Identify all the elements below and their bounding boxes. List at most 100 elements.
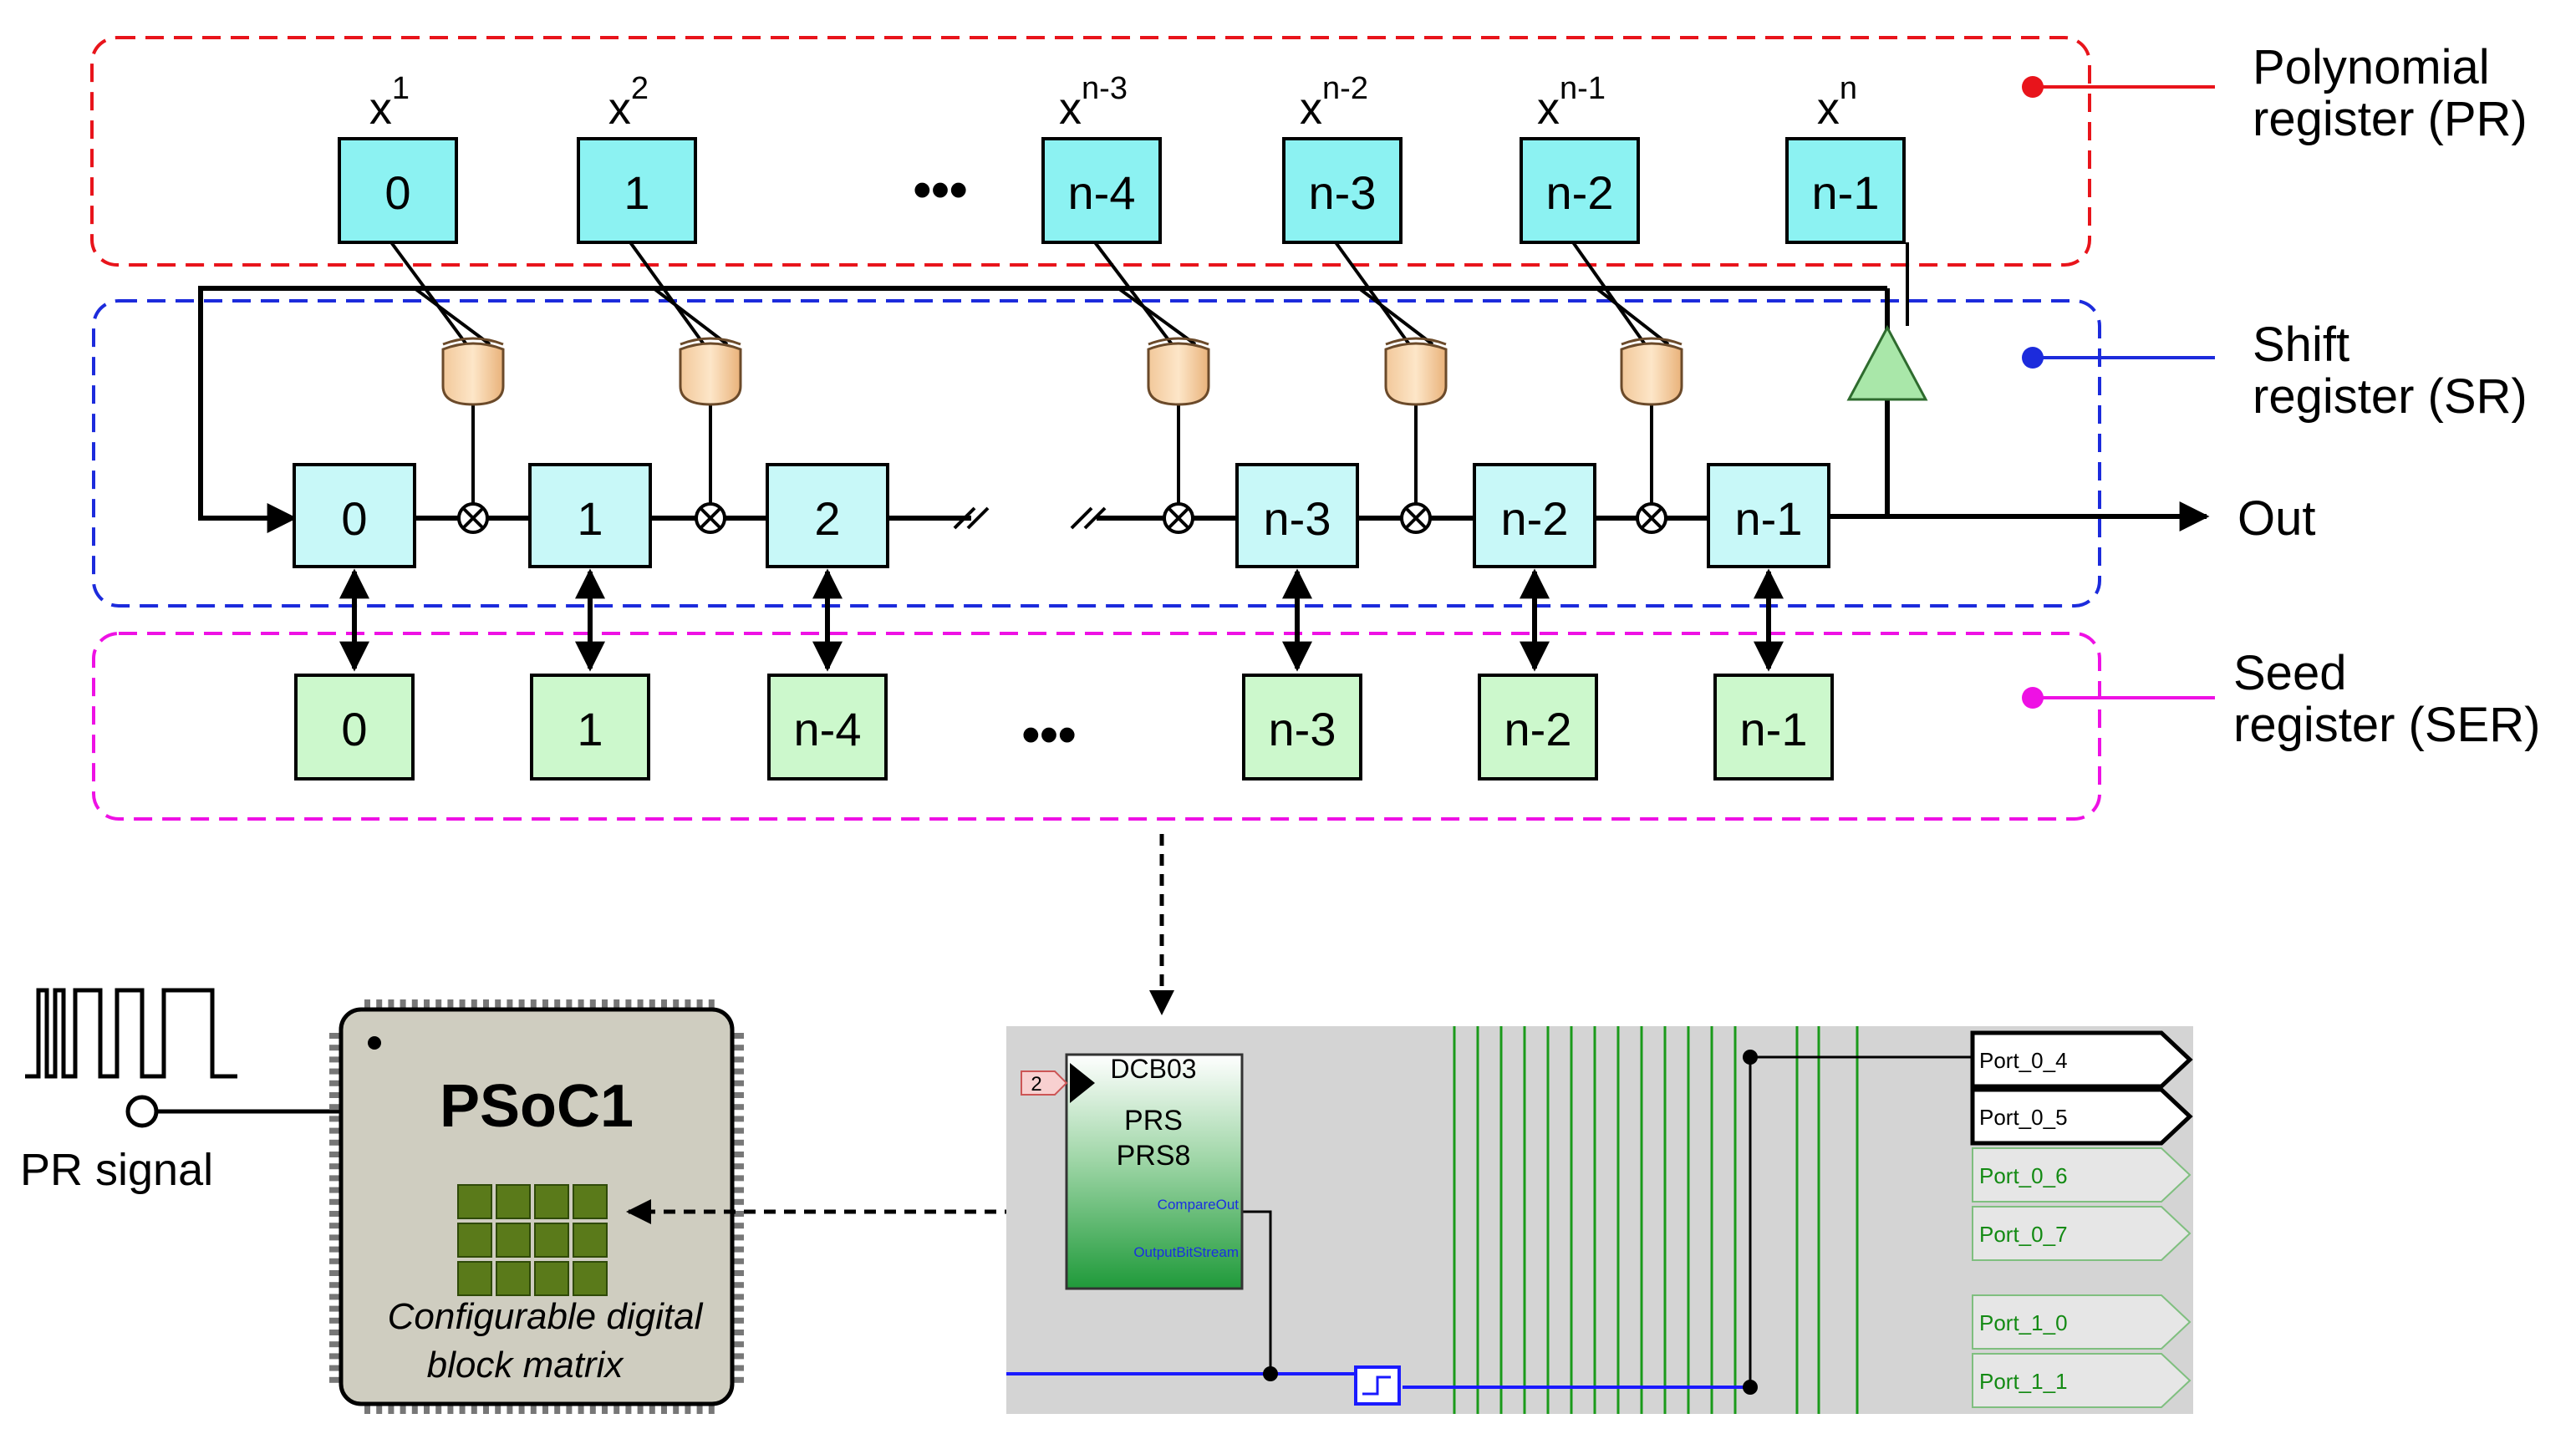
svg-text:n-2: n-2 (1504, 703, 1572, 755)
svg-text:Port_0_6: Port_0_6 (1979, 1163, 2068, 1188)
svg-text:n-4: n-4 (794, 703, 862, 755)
seed-links (339, 568, 1784, 672)
svg-text:1: 1 (577, 703, 603, 755)
svg-text:n-3: n-3 (1264, 492, 1331, 545)
xor-node (695, 502, 726, 534)
pr-cell-n-2: n-2 (1520, 137, 1640, 244)
svg-text:n-2: n-2 (1546, 166, 1614, 219)
pr-cell-n-4: n-4 (1041, 137, 1162, 244)
pr-ellipsis: ••• (913, 161, 967, 219)
sr-cell-n-3: n-3 (1235, 463, 1359, 568)
pr-exponent-n: xn (1817, 71, 1857, 134)
digital-block (496, 1223, 531, 1258)
svg-text:n-2: n-2 (1501, 492, 1569, 545)
junction-1 (1263, 1366, 1278, 1381)
ser-cell-n-4: n-4 (767, 674, 888, 781)
port-Port_1_0[interactable]: Port_1_0 (1972, 1294, 2192, 1350)
digital-block (573, 1261, 608, 1296)
sr-region (92, 299, 2101, 608)
prs-block[interactable]: DCB03 PRS PRS8 CompareOut OutputBitStrea… (1065, 1053, 1244, 1290)
ser-ellipsis: ••• (1021, 706, 1076, 764)
port-Port_0_6[interactable]: Port_0_6 (1972, 1147, 2192, 1203)
psoc-caption-line1: Configurable digital (388, 1296, 704, 1337)
pr-signal-waveform (25, 988, 237, 1079)
pr-cell-0: 0 (338, 137, 458, 244)
port-Port_0_5[interactable]: Port_0_5 (1970, 1087, 2193, 1146)
sr-cell-1: 1 (528, 463, 652, 568)
psoc-pin1-dot (368, 1036, 381, 1050)
sr-cell-0: 0 (293, 463, 416, 568)
svg-text:2: 2 (1031, 1073, 1041, 1096)
svg-text:n-1: n-1 (1812, 166, 1880, 219)
svg-text:1: 1 (624, 166, 649, 219)
port-Port_0_7[interactable]: Port_0_7 (1972, 1206, 2192, 1261)
xor-node (457, 502, 489, 534)
digital-block-matrix (457, 1184, 608, 1296)
ser-cell-n-3: n-3 (1242, 674, 1362, 781)
digital-block (534, 1223, 569, 1258)
pr-signal-terminal (125, 1095, 159, 1128)
svg-text:Port_1_1: Port_1_1 (1979, 1369, 2068, 1394)
psoc-caption-line2: block matrix (427, 1345, 625, 1386)
pr-cell-1: 1 (577, 137, 697, 244)
xor-node (1636, 502, 1667, 534)
tap-gate (679, 337, 742, 406)
digital-block (496, 1261, 531, 1296)
block-type: PRS (1124, 1105, 1183, 1136)
junction-2 (1743, 1050, 1758, 1065)
port-Port_1_1[interactable]: Port_1_1 (1972, 1353, 2192, 1408)
junction-3 (1743, 1380, 1758, 1395)
pr-cell-n-1: n-1 (1785, 137, 1906, 244)
tap-gate (1384, 337, 1448, 406)
pr-exponent-n-1: xn-1 (1537, 71, 1606, 134)
svg-text:1: 1 (577, 492, 603, 545)
tap-wiring (389, 241, 1670, 505)
pr-exponent-2: x2 (608, 71, 649, 134)
pin-compare-out: CompareOut (1158, 1197, 1240, 1213)
ser-cell-n-2: n-2 (1478, 674, 1598, 781)
pr-exponent-n-2: xn-2 (1300, 71, 1368, 134)
tap-gate (441, 337, 505, 406)
port-list: Port_0_4Port_0_5Port_0_6Port_0_7Port_1_0… (1970, 1030, 2193, 1408)
svg-text:Port_1_0: Port_1_0 (1979, 1310, 2068, 1335)
svg-text:n-1: n-1 (1735, 492, 1803, 545)
svg-text:n-3: n-3 (1269, 703, 1336, 755)
pr-exponent-n-3: xn-3 (1059, 71, 1128, 134)
port-Port_0_4[interactable]: Port_0_4 (1970, 1030, 2193, 1089)
shift-register: 0 1 2 n-3 n-2 n-1 (293, 463, 1830, 568)
output-buffer (1846, 242, 1928, 401)
svg-text:Port_0_7: Port_0_7 (1979, 1222, 2068, 1247)
digital-block (457, 1223, 492, 1258)
digital-block (573, 1184, 608, 1219)
pr-signal-label: PR signal (20, 1145, 213, 1195)
pr-exponent-1: x1 (369, 71, 410, 134)
pr-cell-n-3: n-3 (1282, 137, 1403, 244)
designer-routing (1453, 1026, 1859, 1414)
svg-text:n-4: n-4 (1068, 166, 1136, 219)
sr-cell-2: 2 (766, 463, 889, 568)
svg-text:n-3: n-3 (1309, 166, 1377, 219)
priority-badge: 2 (1021, 1070, 1068, 1096)
digital-block (457, 1261, 492, 1296)
xor-node (1163, 502, 1194, 534)
psoc-chip (329, 999, 744, 1414)
svg-text:n-1: n-1 (1740, 703, 1808, 755)
digital-block (573, 1223, 608, 1258)
svg-text:2: 2 (814, 492, 840, 545)
svg-text:Port_0_4: Port_0_4 (1979, 1048, 2068, 1073)
xor-node (1400, 502, 1432, 534)
pin-output-bitstream: OutputBitStream (1133, 1244, 1239, 1260)
svg-text:0: 0 (384, 166, 410, 219)
tap-gate (1620, 337, 1683, 406)
block-id: DCB03 (1110, 1054, 1196, 1084)
digital-block (534, 1184, 569, 1219)
ser-cell-1: 1 (530, 674, 650, 781)
pr-region (90, 36, 2091, 267)
sr-cell-n-1: n-1 (1707, 463, 1830, 568)
